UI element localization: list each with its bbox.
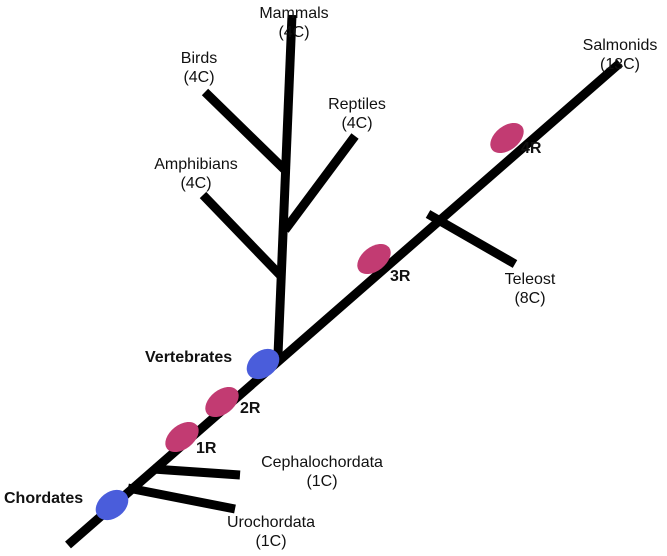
vertebrate-stem-branch (273, 14, 297, 356)
cephalochordata-branch (152, 464, 241, 480)
cephalochordata-count: (1C) (306, 473, 338, 490)
amphibians-count: (4C) (180, 175, 212, 192)
amphibians-branch (199, 191, 285, 280)
mammals-name: Mammals (259, 5, 329, 22)
salmonids-count: (13C) (599, 56, 641, 73)
wgd-event-2r-marker (205, 386, 239, 418)
chordates-clade-label: Chordates (4, 490, 84, 507)
teleost-name: Teleost (504, 271, 556, 288)
birds-count: (4C) (183, 69, 215, 86)
wgd-event-3r-marker (357, 243, 391, 275)
reptiles-count: (4C) (341, 115, 373, 132)
urochordata-label: Urochordata (1C) (227, 513, 315, 551)
cephalochordata-label: Cephalochordata (1C) (261, 453, 383, 491)
wgd-event-4r-label: 4R (521, 140, 542, 157)
urochordata-branch (127, 483, 236, 514)
salmonids-label: Salmonids (13C) (583, 36, 658, 74)
birds-name: Birds (180, 50, 218, 67)
main-trunk-branch (65, 59, 623, 549)
teleost-count: (8C) (514, 290, 546, 307)
wgd-event-1r-label: 1R (196, 440, 217, 457)
cephalochordata-name: Cephalochordata (261, 454, 383, 471)
reptiles-label: Reptiles (4C) (328, 95, 386, 133)
birds-branch (201, 88, 291, 176)
teleost-branch (425, 210, 518, 268)
mammals-label: Mammals (4C) (259, 4, 328, 42)
reptiles-name: Reptiles (328, 96, 386, 113)
reptiles-branch (281, 133, 359, 233)
wgd-event-2r-label: 2R (240, 400, 261, 417)
birds-label: Birds (4C) (181, 49, 217, 87)
wgd-event-1r-marker (165, 421, 199, 453)
urochordata-count: (1C) (255, 533, 287, 550)
salmonids-name: Salmonids (582, 37, 658, 54)
amphibians-label: Amphibians (4C) (154, 155, 238, 193)
amphibians-name: Amphibians (154, 156, 238, 173)
wgd-event-4r-marker (490, 122, 524, 154)
vertebrates-clade-label: Vertebrates (145, 349, 233, 366)
chordates-node-marker (95, 489, 129, 521)
mammals-count: (4C) (278, 24, 310, 41)
urochordata-name: Urochordata (226, 514, 316, 531)
teleost-label: Teleost (8C) (505, 270, 556, 308)
vertebrates-node-marker (246, 348, 280, 380)
wgd-event-3r-label: 3R (390, 268, 411, 285)
